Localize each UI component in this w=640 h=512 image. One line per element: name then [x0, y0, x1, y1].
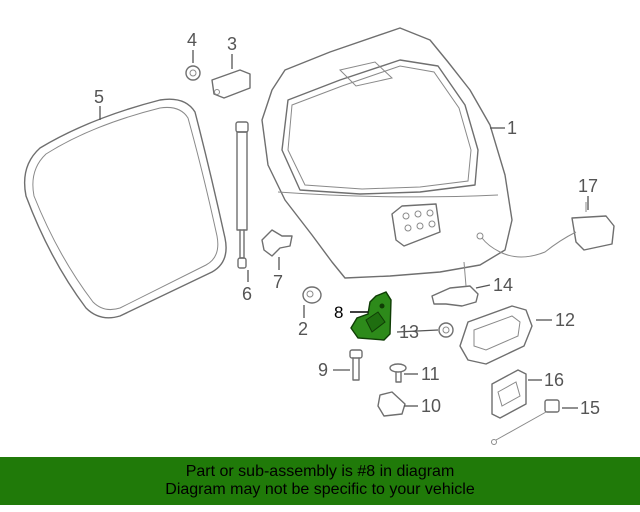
actuator-part: [431, 261, 479, 307]
hinge-bracket-part: [261, 229, 293, 257]
handle-part: [459, 305, 533, 365]
bracket-part: [211, 69, 251, 99]
callout-13: 13: [399, 322, 419, 342]
support-strut-part: [235, 121, 249, 269]
camera-part: [476, 202, 615, 258]
bolt-part: [349, 349, 363, 381]
callout-7: 7: [273, 272, 283, 292]
callout-17: 17: [578, 176, 598, 196]
callout-10: 10: [421, 396, 441, 416]
callout-8-highlighted: 8: [334, 303, 343, 322]
callout-6: 6: [242, 284, 252, 304]
callout-9: 9: [318, 360, 328, 380]
banner-line-2: Diagram may not be specific to your vehi…: [165, 481, 475, 498]
switch-part: [377, 391, 406, 417]
callout-5: 5: [94, 87, 104, 107]
screw-part: [389, 363, 407, 383]
parts-diagram: 1 2 3 4 5 6 7 8 9 10 11 12 13 14 15 16 1…: [23, 27, 615, 445]
bumper-part: [302, 286, 322, 304]
nut-part: [185, 65, 201, 81]
liftgate-part: [261, 27, 513, 279]
banner-line-1: Part or sub-assembly is #8 in diagram: [185, 463, 455, 480]
module-part: [491, 369, 527, 419]
callout-labels: 1 2 3 4 5 6 7 8 9 10 11 12 13 14 15 16 1…: [94, 30, 600, 418]
callout-3: 3: [227, 34, 237, 54]
callout-1: 1: [507, 118, 517, 138]
callout-16: 16: [544, 370, 564, 390]
latch-part-highlighted: [350, 291, 392, 341]
callout-15: 15: [580, 398, 600, 418]
callout-2: 2: [298, 319, 308, 339]
callout-11: 11: [421, 364, 440, 384]
callout-14: 14: [493, 275, 513, 295]
sensor-part: [491, 399, 560, 445]
callout-leaders: [99, 50, 589, 409]
callout-4: 4: [187, 30, 197, 50]
callout-12: 12: [555, 310, 575, 330]
grommet-part: [438, 322, 454, 338]
weatherstrip-part: [23, 98, 227, 319]
info-banner: Part or sub-assembly is #8 in diagram Di…: [0, 457, 640, 505]
